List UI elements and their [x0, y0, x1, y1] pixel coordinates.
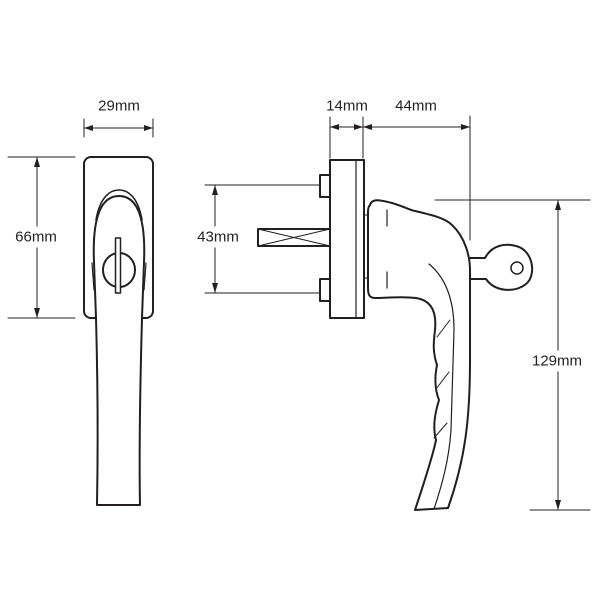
dim-label-66mm: 66mm	[15, 226, 57, 248]
top-bolt	[319, 174, 331, 198]
dim-label-44mm: 44mm	[395, 97, 437, 115]
front-side-line-right	[143, 262, 147, 291]
bottom-bolt	[319, 278, 331, 302]
grip-notch-3	[433, 422, 448, 439]
grip-notch-2	[435, 371, 450, 390]
dim-14mm-line	[329, 116, 364, 159]
side-view	[257, 159, 534, 511]
arrow-icon	[330, 124, 363, 130]
key	[469, 243, 534, 291]
spindle	[257, 228, 331, 247]
lock-slot	[114, 237, 122, 294]
front-dome-arc	[95, 189, 143, 221]
key-hole	[510, 261, 524, 275]
dim-label-43mm: 43mm	[197, 226, 239, 248]
dim-44mm-line	[362, 115, 471, 241]
dim-label-14mm: 14mm	[326, 97, 368, 115]
side-handle-body	[367, 199, 471, 511]
handle-inner-line	[428, 263, 455, 510]
front-view	[83, 156, 154, 506]
dim-29mm-line	[83, 118, 154, 138]
dimension-arrows	[34, 124, 561, 510]
spindle-cross	[257, 228, 331, 247]
side-base-plate	[329, 159, 365, 319]
dim-label-129mm: 129mm	[531, 350, 583, 372]
dim-label-29mm: 29mm	[98, 97, 140, 115]
front-side-line-left	[91, 262, 95, 291]
grip-notch-1	[436, 319, 451, 338]
